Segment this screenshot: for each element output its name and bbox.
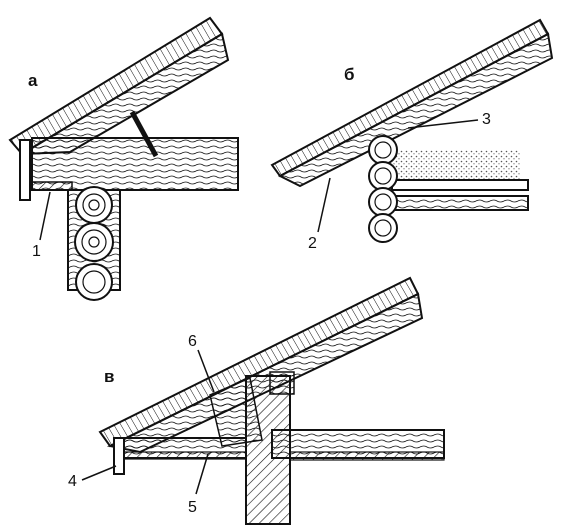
panel-c-fascia — [113, 437, 125, 475]
panel-c-label: в — [104, 367, 114, 386]
callout-4: 4 — [68, 473, 77, 490]
callout-2: 2 — [308, 235, 317, 252]
panel-a-roof-boards — [8, 16, 224, 156]
panel-a-nail — [129, 110, 159, 158]
panel-a-label: а — [28, 71, 38, 90]
callout-6: 6 — [188, 333, 197, 350]
panel-a-soffit — [29, 181, 73, 191]
callout-5: 5 — [188, 499, 197, 516]
panel-c-wall-cap — [269, 371, 295, 395]
panel-c-drawing — [81, 276, 445, 525]
panel-b-insulation — [392, 150, 520, 180]
leader-5 — [195, 453, 209, 495]
callout-3: 3 — [482, 111, 491, 128]
panel-c-joist-left-board — [117, 451, 247, 460]
panel-b-ceiling-beam — [391, 179, 529, 191]
panel-a-drawing — [8, 16, 239, 301]
leader-4 — [81, 465, 117, 481]
leader-2 — [317, 177, 331, 233]
panel-b-lower-beam — [391, 195, 529, 211]
panel-b-drawing — [270, 18, 554, 243]
panel-c-joist-right-board — [289, 451, 445, 461]
panel-a-rafter — [21, 32, 230, 155]
panel-a-fascia — [19, 139, 31, 201]
panel-b-log-ends — [368, 135, 398, 243]
panel-b-label: б — [344, 65, 355, 84]
leader-1 — [39, 191, 51, 241]
leader-6 — [197, 349, 215, 393]
leader-3 — [407, 119, 479, 129]
panel-b-rafter — [277, 32, 554, 188]
panel-a-log-ends — [74, 186, 114, 301]
callout-1: 1 — [32, 243, 41, 260]
